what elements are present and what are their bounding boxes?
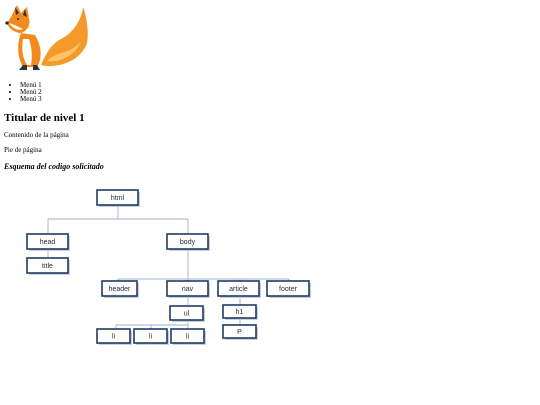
node-h1: h1 [222,304,258,320]
node-title-label: title [42,263,53,270]
node-footer-label: footer [279,286,298,293]
node-header-label: header [109,286,131,293]
node-article-label: article [229,286,248,293]
node-li-1-label: li [112,333,116,340]
node-h1-label: h1 [236,309,244,316]
page-footer-text: Pie de página [4,146,42,154]
node-head-label: head [40,239,56,246]
node-header: header [101,280,139,298]
node-nav: nav [166,280,210,298]
node-title: title [26,257,70,275]
node-body: body [166,233,210,251]
node-p: P [222,324,258,340]
node-html: html [96,189,140,207]
node-ul-label: ul [184,310,190,317]
fox-logo-image [5,5,88,70]
edge-html-branch [47,205,189,234]
node-nav-label: nav [182,286,194,293]
node-body-label: body [180,239,196,246]
edge-body-branch [117,249,290,281]
node-footer: footer [266,280,311,298]
node-li-3-label: li [186,333,190,340]
menu-item-2: Menú 2 [20,89,42,96]
edge-ul-li [115,320,189,329]
node-li-3: li [170,328,206,345]
page-content-text: Contenido de la página [4,131,69,139]
node-p-label: P [237,329,242,336]
node-html-label: html [111,195,125,202]
node-li-2-label: li [149,333,153,340]
diagram-caption: Esquema del codigo solicitado [4,162,104,171]
node-head: head [26,233,70,251]
node-li-2: li [133,328,169,345]
menu-list: Menú 1 Menú 2 Menú 3 [20,82,42,103]
node-ul: ul [169,305,205,322]
menu-item-3: Menú 3 [20,96,42,103]
node-li-1: li [96,328,132,345]
node-article: article [217,280,261,298]
page-heading: Titular de nivel 1 [4,112,85,124]
menu-item-1: Menú 1 [20,82,42,89]
